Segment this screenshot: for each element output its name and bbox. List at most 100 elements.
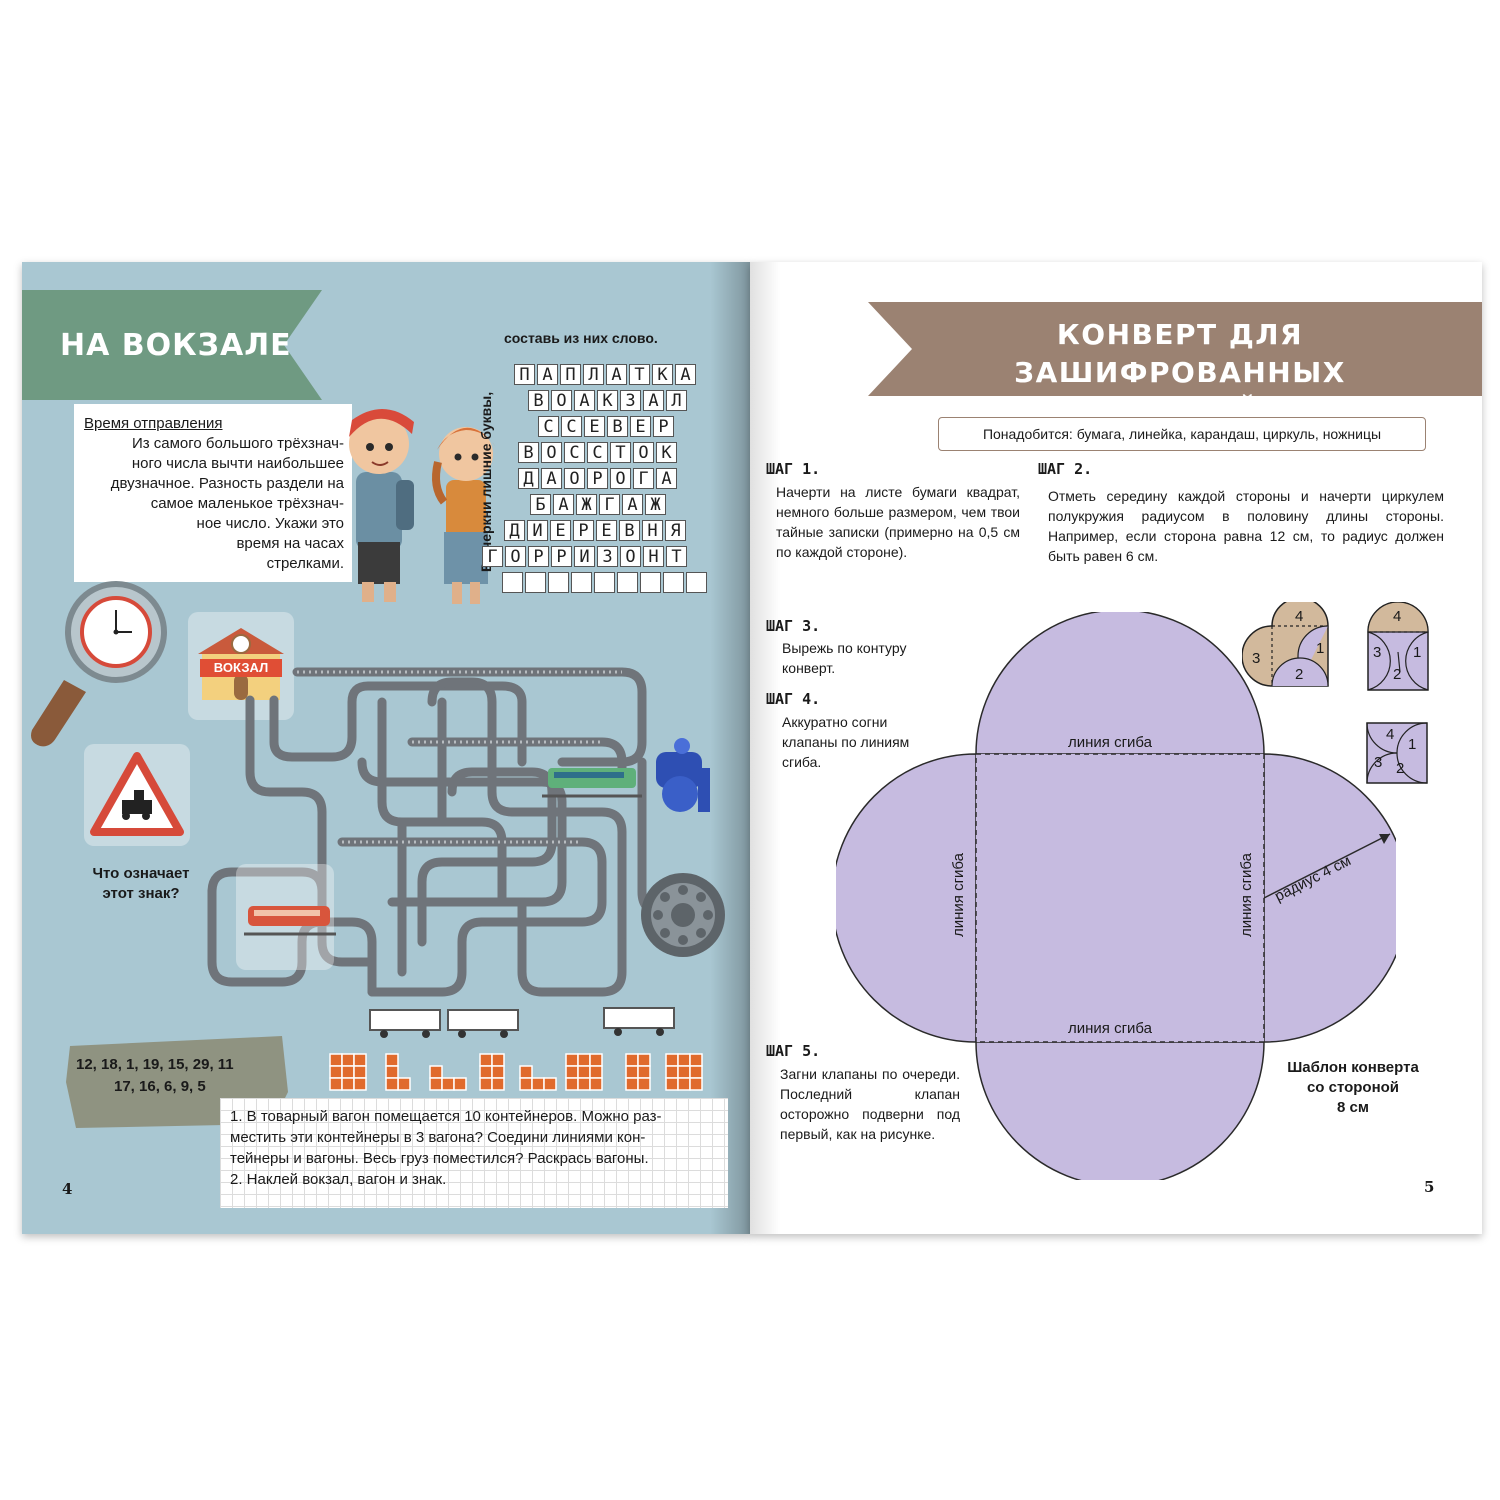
word-grid-cell[interactable]: В: [518, 442, 539, 463]
answer-cell[interactable]: [686, 572, 707, 593]
word-grid-cell[interactable]: Н: [643, 546, 664, 567]
word-grid-cell[interactable]: В: [619, 520, 640, 541]
step-1-title: ШАГ 1.: [766, 460, 821, 478]
word-grid-cell[interactable]: Б: [530, 494, 551, 515]
word-grid-cell[interactable]: С: [587, 442, 608, 463]
word-grid-cell[interactable]: З: [597, 546, 618, 567]
word-grid-cell[interactable]: О: [564, 468, 585, 489]
word-grid-cell[interactable]: В: [528, 390, 549, 411]
word-grid-cell[interactable]: Ж: [645, 494, 666, 515]
mini-number: 4: [1393, 608, 1402, 625]
title-ribbon: [868, 302, 1482, 396]
answer-cell[interactable]: [663, 572, 684, 593]
word-grid-cell[interactable]: Е: [550, 520, 571, 541]
word-grid-cell[interactable]: Н: [642, 520, 663, 541]
word-grid-cell[interactable]: А: [656, 468, 677, 489]
step-3-text: Вырежь по контуру конверт.: [782, 640, 907, 676]
word-grid-cell[interactable]: Е: [584, 416, 605, 437]
word-grid-cell[interactable]: Е: [596, 520, 617, 541]
word-grid-cell[interactable]: Г: [633, 468, 654, 489]
word-grid-cell[interactable]: Е: [630, 416, 651, 437]
word-grid-cell[interactable]: К: [656, 442, 677, 463]
word-grid-cell[interactable]: О: [505, 546, 526, 567]
mini-number: 1: [1408, 736, 1417, 753]
answer-cell[interactable]: [571, 572, 592, 593]
word-grid-cell[interactable]: О: [633, 442, 654, 463]
word-grid-cell[interactable]: С: [564, 442, 585, 463]
task-line: 1. В товарный вагон помещается 10 контей…: [230, 1108, 662, 1125]
page-number-left: 4: [62, 1180, 73, 1198]
word-grid-cell[interactable]: А: [675, 364, 696, 385]
word-grid-cell[interactable]: Т: [629, 364, 650, 385]
answer-cell[interactable]: [548, 572, 569, 593]
word-grid-cell[interactable]: Д: [518, 468, 539, 489]
step-4-title: ШАГ 4.: [766, 690, 821, 708]
word-grid-cell[interactable]: Г: [599, 494, 620, 515]
page-title: КОНВЕРТ ДЛЯ ЗАШИФРОВАННЫХ ЗАПИСЕЙ: [890, 316, 1470, 430]
mini-number: 2: [1295, 666, 1304, 683]
word-grid-cell[interactable]: Ж: [576, 494, 597, 515]
word-grid-cell[interactable]: С: [561, 416, 582, 437]
time-task-card: Время отправления Из самого большого трё…: [74, 404, 352, 582]
word-grid-cell[interactable]: И: [574, 546, 595, 567]
right-page-spine-shadow: [750, 262, 780, 1234]
word-grid-cell[interactable]: А: [606, 364, 627, 385]
word-grid-cell[interactable]: О: [541, 442, 562, 463]
wheel-icon: [641, 873, 725, 957]
word-grid-cell[interactable]: Г: [482, 546, 503, 567]
word-grid-cell[interactable]: К: [652, 364, 673, 385]
word-grid-cell[interactable]: А: [541, 468, 562, 489]
task-text: 1. В товарный вагон помещается 10 контей…: [230, 1106, 722, 1190]
answer-cell[interactable]: [617, 572, 638, 593]
step-4-text: Аккуратно согни клапаны по линиям сгиба.: [782, 714, 910, 770]
word-grid-cell[interactable]: П: [560, 364, 581, 385]
word-grid-cell[interactable]: Р: [551, 546, 572, 567]
right-page: КОНВЕРТ ДЛЯ ЗАШИФРОВАННЫХ ЗАПИСЕЙ Понадо…: [750, 262, 1482, 1234]
step-2-title: ШАГ 2.: [1038, 460, 1093, 478]
word-grid-cell[interactable]: Я: [665, 520, 686, 541]
word-grid-cell[interactable]: Л: [666, 390, 687, 411]
word-grid-cell[interactable]: А: [622, 494, 643, 515]
fold-label-left: линия сгиба: [950, 852, 967, 937]
mini-number: 4: [1386, 726, 1395, 743]
word-grid-cell[interactable]: Т: [666, 546, 687, 567]
word-grid-cell[interactable]: К: [597, 390, 618, 411]
mini-number: 1: [1316, 640, 1325, 657]
word-grid-cell[interactable]: О: [610, 468, 631, 489]
answer-cell[interactable]: [640, 572, 661, 593]
answer-cell[interactable]: [502, 572, 523, 593]
word-grid-cell[interactable]: О: [620, 546, 641, 567]
time-task-line: стрелками.: [266, 555, 344, 572]
word-grid-cell[interactable]: П: [514, 364, 535, 385]
word-grid-cell[interactable]: А: [553, 494, 574, 515]
answer-cell[interactable]: [525, 572, 546, 593]
number-list-line: 12, 18, 1, 19, 15, 29, 11: [76, 1056, 234, 1073]
word-grid-cell[interactable]: Д: [504, 520, 525, 541]
template-caption: Шаблон конверта со стороной 8 см: [1258, 1058, 1448, 1118]
time-task-text: Из самого большого трёхзнач- ного числа …: [74, 434, 344, 574]
red-wagon-icon: [244, 906, 336, 936]
number-list-line: 17, 16, 6, 9, 5: [114, 1078, 206, 1095]
step-2-text: Отметь середину каждой стороны и начерти…: [1048, 488, 1444, 564]
word-grid-cell[interactable]: З: [620, 390, 641, 411]
time-task-line: ное число. Укажи это: [196, 515, 344, 532]
children-illustration: [349, 408, 496, 604]
word-grid-cell[interactable]: В: [607, 416, 628, 437]
word-grid-cell[interactable]: Л: [583, 364, 604, 385]
word-grid-cell[interactable]: С: [538, 416, 559, 437]
word-grid-cell[interactable]: О: [551, 390, 572, 411]
word-grid-cell[interactable]: Р: [528, 546, 549, 567]
fold-diagram-1: [1242, 602, 1329, 687]
mini-number: 3: [1374, 754, 1383, 771]
word-grid-cell[interactable]: Т: [610, 442, 631, 463]
word-grid-cell[interactable]: А: [537, 364, 558, 385]
word-grid-cell[interactable]: И: [527, 520, 548, 541]
answer-cell[interactable]: [594, 572, 615, 593]
word-grid-cell[interactable]: А: [643, 390, 664, 411]
word-grid-cell[interactable]: А: [574, 390, 595, 411]
word-grid-cell[interactable]: Р: [587, 468, 608, 489]
materials-box: Понадобится: бумага, линейка, карандаш, …: [938, 417, 1426, 451]
template-caption-line: Шаблон конверта: [1287, 1059, 1419, 1076]
word-grid-cell[interactable]: Р: [573, 520, 594, 541]
word-grid-cell[interactable]: Р: [653, 416, 674, 437]
